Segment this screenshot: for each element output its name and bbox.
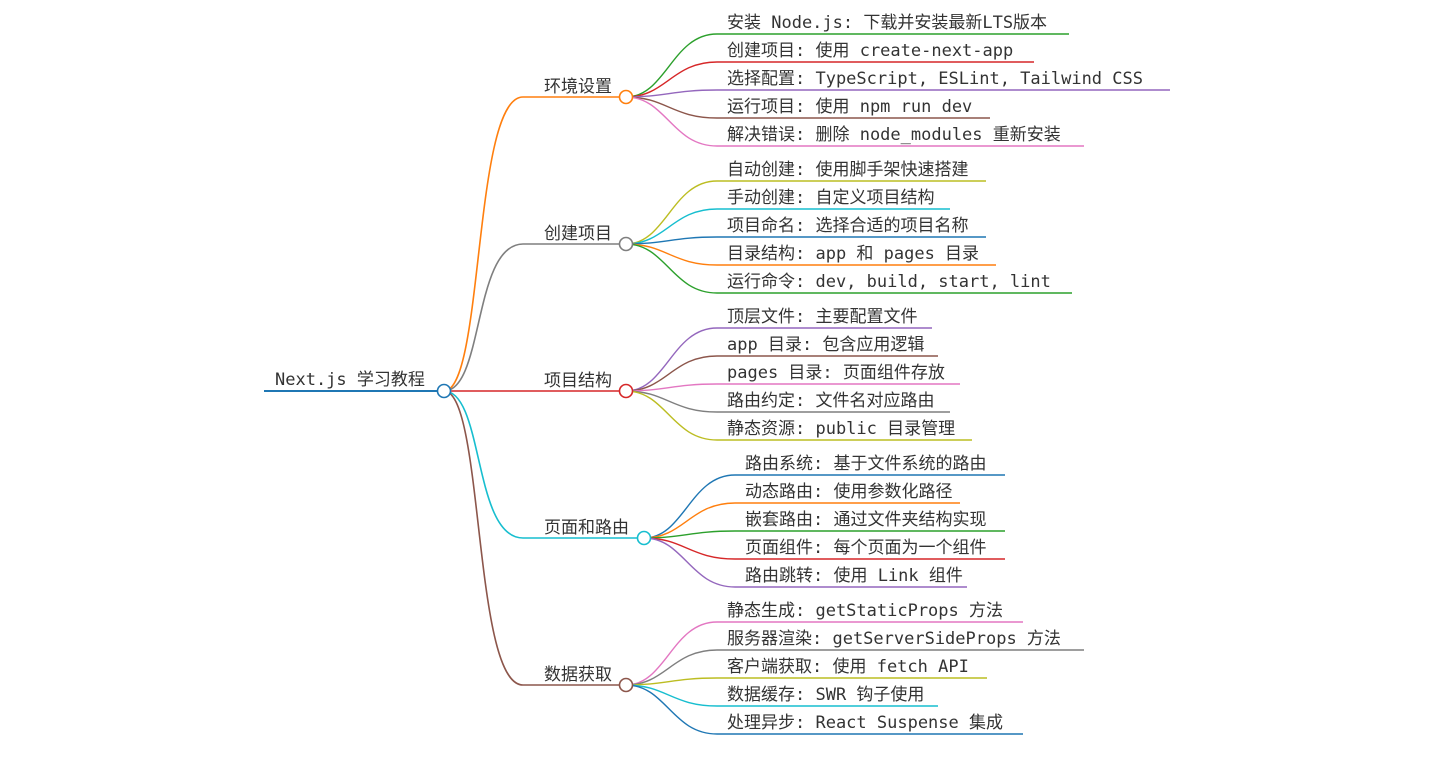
edge-branch-2-child-1 — [625, 355, 718, 392]
mindmap-edges — [443, 33, 736, 735]
child-label-1-0: 自动创建: 使用脚手架快速搭建 — [727, 159, 968, 180]
child-label-4-3: 数据缓存: SWR 钩子使用 — [727, 684, 924, 705]
child-label-3-2: 嵌套路由: 通过文件夹结构实现 — [745, 510, 986, 530]
child-label-4-0: 静态生成: getStaticProps 方法 — [727, 601, 1003, 621]
child-label-2-2: pages 目录: 页面组件存放 — [727, 363, 945, 383]
child-label-1-4: 运行命令: dev, build, start, lint — [727, 272, 1051, 292]
edge-branch-4-child-1 — [625, 649, 718, 686]
child-label-2-0: 顶层文件: 主要配置文件 — [727, 307, 917, 327]
edge-branch-4-child-0 — [625, 621, 718, 686]
branch-label-2: 项目结构 — [544, 371, 612, 391]
edge-branch-4-child-3 — [625, 684, 718, 707]
branch-node-0[interactable] — [618, 89, 634, 105]
edge-branch-4-child-4 — [625, 684, 718, 735]
branch-node-2[interactable] — [618, 383, 634, 399]
child-label-0-1: 创建项目: 使用 create-next-app — [727, 40, 1013, 61]
child-label-3-1: 动态路由: 使用参数化路径 — [745, 481, 952, 502]
child-label-2-4: 静态资源: public 目录管理 — [727, 419, 955, 439]
child-label-4-2: 客户端获取: 使用 fetch API — [727, 656, 969, 677]
edge-branch-2-child-2 — [625, 383, 718, 392]
child-label-0-0: 安装 Node.js: 下载并安装最新LTS版本 — [727, 13, 1047, 33]
edge-branch-1-child-4 — [625, 243, 718, 294]
edge-branch-2-child-4 — [625, 390, 718, 441]
edge-branch-0-child-1 — [625, 61, 718, 98]
edge-branch-3-child-0 — [643, 474, 736, 539]
child-label-1-1: 手动创建: 自定义项目结构 — [727, 188, 934, 208]
child-label-3-4: 路由跳转: 使用 Link 组件 — [745, 565, 963, 586]
root-node[interactable] — [436, 383, 452, 399]
edge-branch-2-child-3 — [625, 390, 718, 413]
branch-label-3: 页面和路由 — [544, 518, 629, 538]
root-label: Next.js 学习教程 — [275, 370, 425, 390]
edge-branch-3-child-1 — [643, 502, 736, 539]
mindmap-underlines — [264, 33, 1170, 735]
edge-branch-3-child-4 — [643, 537, 736, 588]
child-label-4-1: 服务器渲染: getServerSideProps 方法 — [727, 629, 1061, 649]
edge-branch-0-child-3 — [625, 96, 718, 119]
child-label-2-1: app 目录: 包含应用逻辑 — [727, 335, 924, 355]
edge-root-to-branch-4 — [443, 390, 524, 686]
branch-node-1[interactable] — [618, 236, 634, 252]
child-label-1-3: 目录结构: app 和 pages 目录 — [727, 244, 979, 264]
edge-root-to-branch-0 — [443, 96, 524, 392]
edge-branch-0-child-0 — [625, 33, 718, 98]
child-label-4-4: 处理异步: React Suspense 集成 — [727, 713, 1003, 733]
branch-label-1: 创建项目 — [544, 224, 612, 244]
child-label-3-3: 页面组件: 每个页面为一个组件 — [745, 538, 986, 558]
edge-branch-4-child-2 — [625, 677, 718, 686]
child-label-2-3: 路由约定: 文件名对应路由 — [727, 391, 934, 411]
child-label-1-2: 项目命名: 选择合适的项目名称 — [727, 216, 968, 236]
child-label-3-0: 路由系统: 基于文件系统的路由 — [745, 454, 986, 474]
edge-root-to-branch-1 — [443, 243, 524, 392]
branch-label-4: 数据获取 — [544, 665, 612, 685]
edge-branch-0-child-4 — [625, 96, 718, 147]
child-label-0-3: 运行项目: 使用 npm run dev — [727, 96, 972, 117]
branch-node-3[interactable] — [636, 530, 652, 546]
edge-branch-1-child-2 — [625, 236, 718, 245]
branch-label-0: 环境设置 — [544, 77, 612, 97]
edge-branch-1-child-0 — [625, 180, 718, 245]
edge-branch-0-child-2 — [625, 89, 718, 98]
edge-branch-3-child-3 — [643, 537, 736, 560]
edge-branch-2-child-0 — [625, 327, 718, 392]
mindmap-labels: Next.js 学习教程 环境设置 安装 Node.js: 下载并安装最新LTS版本… — [275, 13, 1143, 733]
child-label-0-4: 解决错误: 删除 node_modules 重新安装 — [727, 125, 1061, 145]
mindmap-nodes — [436, 89, 652, 693]
branch-node-4[interactable] — [618, 677, 634, 693]
edge-branch-3-child-2 — [643, 530, 736, 539]
child-label-0-2: 选择配置: TypeScript, ESLint, Tailwind CSS — [727, 69, 1143, 89]
edge-branch-1-child-1 — [625, 208, 718, 245]
edge-branch-1-child-3 — [625, 243, 718, 266]
edge-root-to-branch-3 — [443, 390, 524, 539]
